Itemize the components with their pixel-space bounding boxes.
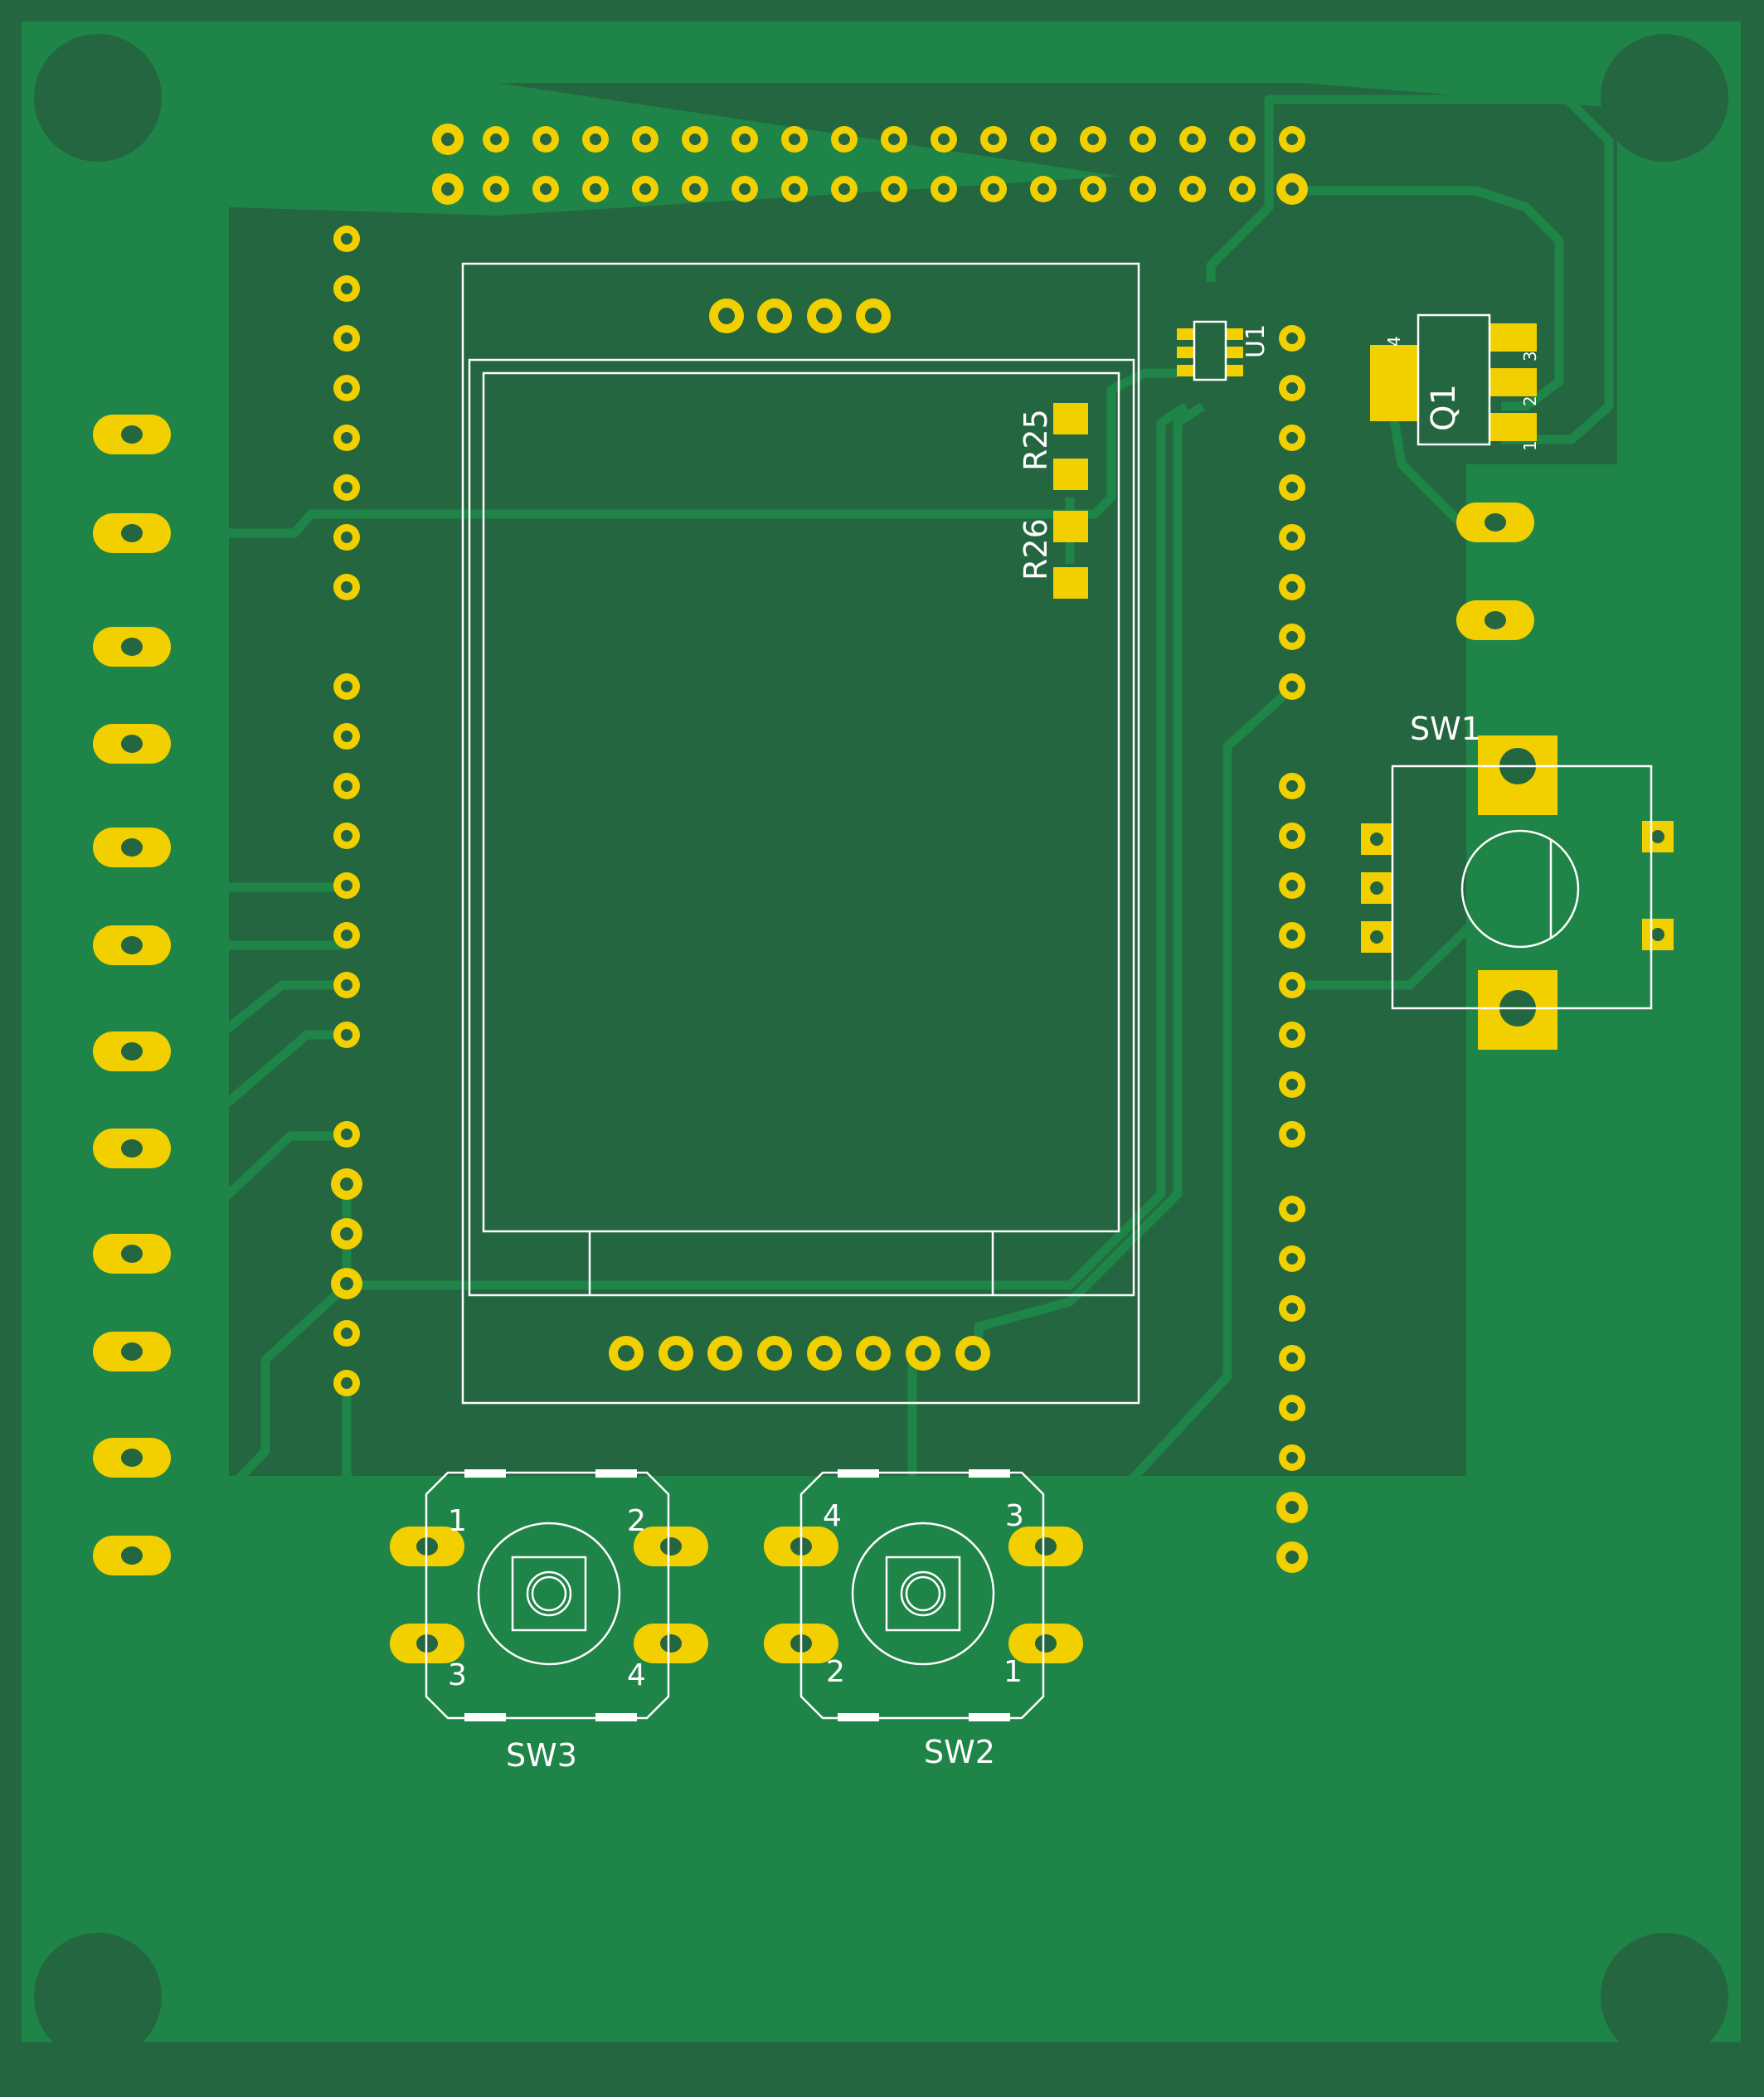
sw2-outline [799, 1471, 1045, 1720]
r26-pad-2 [1053, 567, 1088, 599]
sw1-label: SW1 [1410, 711, 1481, 747]
display-glass-outline [468, 358, 1135, 1297]
r25-label: R25 [1018, 409, 1054, 471]
drill-holes [121, 133, 1664, 1653]
switch-tabs [464, 1469, 1010, 1721]
sw2-cap [851, 1522, 995, 1666]
sw1-outline [1391, 765, 1653, 1010]
u1-label: U1 [1242, 324, 1271, 358]
sw3-outline [425, 1471, 670, 1720]
q1-pin1-label: 1 [1520, 440, 1540, 451]
display-active-area [482, 371, 1120, 1233]
q1-pin3-label: 3 [1520, 351, 1540, 362]
q1-outline [1417, 313, 1491, 446]
r25-pad-1 [1053, 403, 1088, 434]
r26-pad-1 [1053, 511, 1088, 542]
sw2-pin3-label: 3 [1005, 1499, 1024, 1533]
sw3-pin2-label: 2 [627, 1504, 646, 1538]
q1-pin2-label: 2 [1520, 396, 1540, 406]
sw2-pin4-label: 4 [823, 1499, 842, 1533]
mounting-hole-bottom-right [1601, 1933, 1728, 2061]
u1-outline [1193, 320, 1227, 381]
silkscreen [425, 262, 1653, 1720]
sw3-pin3-label: 3 [448, 1658, 467, 1692]
r26-label: R26 [1018, 518, 1054, 580]
sw3-pin4-label: 4 [627, 1658, 646, 1692]
sw2-pin2-label: 2 [826, 1655, 845, 1689]
sw2-pin1-label: 1 [1003, 1655, 1023, 1689]
sw3-pin1-label: 1 [448, 1504, 467, 1538]
mounting-hole-top-right [1601, 34, 1728, 162]
mounting-hole-bottom-left [34, 1933, 162, 2061]
display-module-outline [461, 262, 1140, 1405]
sw3-label: SW3 [506, 1737, 577, 1774]
mounting-holes [34, 34, 1728, 2061]
keepout-region [229, 83, 1617, 1476]
sw3-cap [477, 1522, 621, 1666]
q1-label: Q1 [1425, 384, 1463, 431]
r25-pad-2 [1053, 459, 1088, 490]
sw1-knob [1460, 829, 1580, 949]
q1-pin4-label: 4 [1384, 336, 1404, 347]
mounting-hole-top-left [34, 34, 162, 162]
sw2-label: SW2 [924, 1734, 995, 1770]
